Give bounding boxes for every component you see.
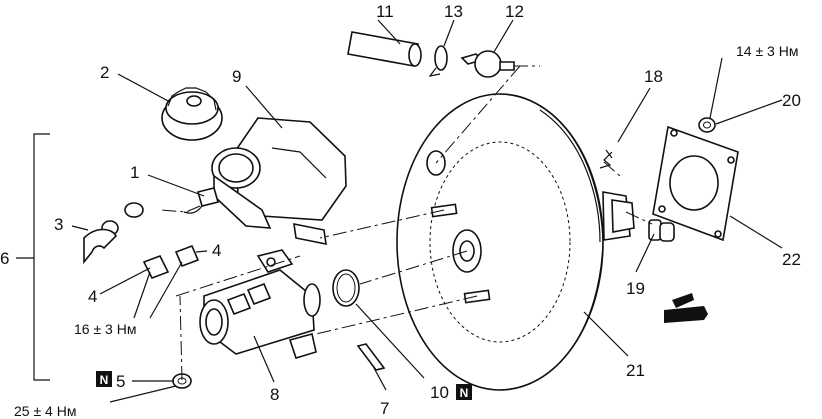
fitting-4b [142,254,170,280]
pushrod-7 [356,343,386,371]
callout-13: 13 [444,2,463,21]
callout-12: 12 [505,2,524,21]
master-cylinder-8 [199,249,321,359]
callout-18: 18 [644,67,663,86]
callout-19: 19 [626,279,645,298]
callout-6: 6 [0,249,9,268]
o-ring-10 [332,269,360,307]
callout-21: 21 [626,361,645,380]
callout-5: 5 [116,372,125,391]
callout-8: 8 [270,385,279,404]
torque-25: 25 ± 4 Нм [14,403,76,419]
callout-11: 11 [376,2,394,21]
callout-4a: 4 [212,241,221,260]
reservoir-hose-3 [83,228,117,265]
callout-10: 10 [430,383,449,402]
hose-clamp-13 [428,45,448,77]
gasket-plate [652,125,739,242]
vacuum-line-18 [599,149,613,169]
leader-lines [71,19,783,403]
reservoir-cap-2 [161,87,223,141]
svg-text:N: N [100,373,109,387]
new-part-marker-5: N [96,371,112,387]
brake-booster [396,93,635,391]
vacuum-hose-11 [347,31,422,67]
callout-7: 7 [380,399,389,418]
callout-20: 20 [782,91,801,110]
clevis-19 [648,219,675,242]
callout-2: 2 [100,63,109,82]
new-part-marker-10: N [456,384,472,400]
callout-1: 1 [130,163,139,182]
torque-14: 14 ± 3 Нм [736,43,798,59]
level-sensor-1 [183,187,219,214]
callout-9: 9 [232,67,241,86]
check-valve-12 [460,50,515,78]
fitting-4a [174,244,200,268]
callout-22: 22 [782,250,801,269]
bracket-6 [16,133,50,381]
nut-20 [698,117,716,133]
reservoir-9 [211,117,347,246]
tool-icon [664,293,708,323]
svg-text:N: N [460,386,469,400]
callout-3: 3 [54,215,63,234]
callout-4b: 4 [88,287,97,306]
alignment-lines [159,65,653,381]
torque-16: 16 ± 3 Нм [74,321,136,337]
